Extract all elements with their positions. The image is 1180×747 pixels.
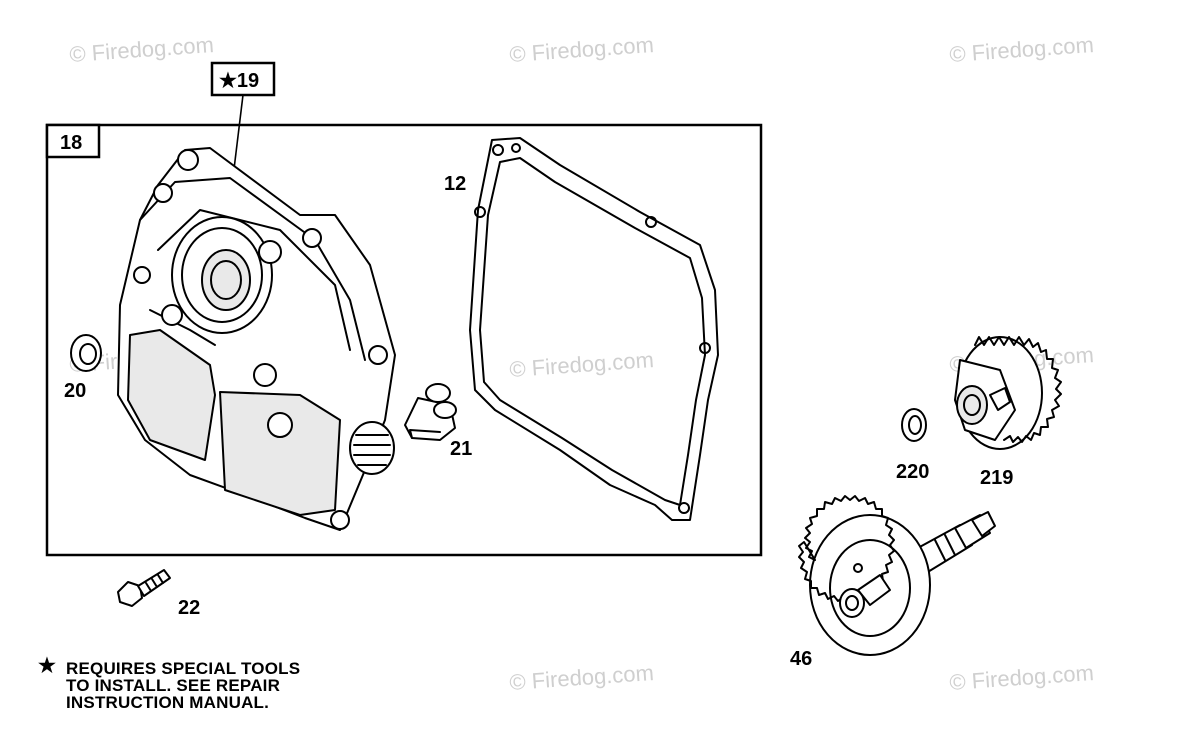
label-22: 22 bbox=[178, 597, 200, 619]
note-line-1: REQUIRES SPECIAL TOOLS bbox=[66, 659, 301, 678]
special-tools-note: ★ REQUIRES SPECIAL TOOLS TO INSTALL. SEE… bbox=[38, 655, 368, 712]
label-18: 18 bbox=[60, 132, 82, 154]
label-46: 46 bbox=[790, 648, 812, 670]
watermark-7: © Firedog.com bbox=[509, 660, 655, 695]
governor-gear bbox=[954, 336, 1062, 450]
breather-plug bbox=[404, 383, 457, 441]
washer bbox=[901, 408, 927, 442]
star-icon: ★ bbox=[38, 655, 57, 677]
label-21: 21 bbox=[450, 438, 472, 460]
bolt bbox=[117, 569, 171, 607]
oil-seal-small bbox=[70, 334, 102, 372]
label-219: 219 bbox=[980, 467, 1013, 489]
note-line-2: TO INSTALL. SEE REPAIR bbox=[66, 676, 281, 695]
label-12: 12 bbox=[444, 173, 466, 195]
label-220: 220 bbox=[896, 461, 929, 483]
camshaft bbox=[798, 495, 996, 656]
watermark-2: © Firedog.com bbox=[509, 32, 655, 67]
watermark-3: © Firedog.com bbox=[949, 32, 1095, 67]
watermark-1: © Firedog.com bbox=[69, 32, 215, 67]
crankcase-cover bbox=[117, 147, 396, 531]
label-20: 20 bbox=[64, 380, 86, 402]
label-19: ★19 bbox=[219, 70, 259, 92]
note-line-3: INSTRUCTION MANUAL. bbox=[66, 693, 270, 712]
watermark-5: © Firedog.com bbox=[509, 347, 655, 382]
assembly-frame: 18 bbox=[45, 123, 763, 557]
gasket bbox=[469, 137, 719, 521]
watermark-8: © Firedog.com bbox=[949, 660, 1095, 695]
